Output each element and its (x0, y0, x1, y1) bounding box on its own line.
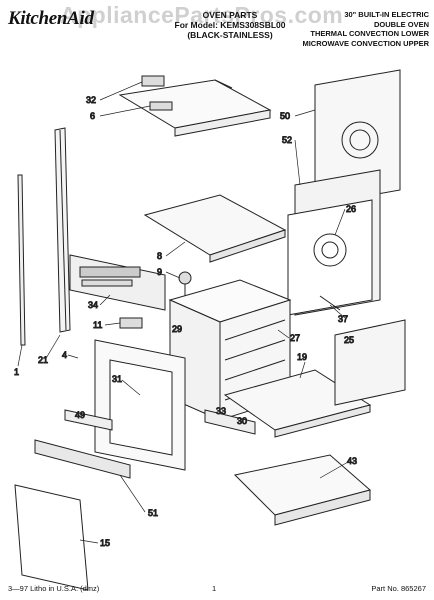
callout-33: 33 (216, 406, 226, 416)
callout-29: 29 (172, 324, 182, 334)
part-lower-trim (34, 439, 131, 479)
callout-4: 4 (62, 350, 67, 360)
part-switch (119, 317, 143, 329)
footer-page-number: 1 (212, 584, 217, 593)
part-side-rod (17, 174, 26, 346)
part-bracket (204, 409, 256, 435)
part-base-pan (233, 454, 372, 526)
title-line-3: (BLACK-STAINLESS) (187, 30, 273, 40)
callout-50: 50 (280, 111, 290, 121)
model-line-1: 30" BUILT-IN ELECTRIC (344, 10, 429, 19)
callout-43: 43 (347, 456, 357, 466)
watermark: AppliancePartsPros.com (60, 2, 344, 28)
part-sensor (178, 271, 192, 300)
leader-lines (17, 81, 349, 544)
callout-49: 49 (75, 410, 85, 420)
model-line-3: THERMAL CONVECTION LOWER (310, 29, 429, 38)
callout-31: 31 (112, 374, 122, 384)
callout-51: 51 (148, 508, 158, 518)
part-gasket (14, 484, 89, 591)
callout-30: 30 (237, 416, 247, 426)
footer-part-number: Part No. 865267 (371, 584, 426, 593)
model-line-2: DOUBLE OVEN (373, 19, 429, 29)
callout-9: 9 (157, 267, 162, 277)
part-convection-housing (287, 169, 381, 316)
part-shelf-plate (143, 194, 287, 263)
part-bottom-tray (223, 369, 372, 438)
brand-logo: KitchenAid (8, 8, 94, 29)
model-line-4: MICROWAVE CONVECTION UPPER (302, 38, 429, 48)
callout-21: 21 (38, 355, 48, 365)
title-line-1: OVEN PARTS (202, 10, 258, 20)
callout-25: 25 (344, 335, 354, 345)
callout-labels: 32 6 50 52 26 8 9 34 11 29 27 37 25 4 21… (14, 95, 358, 549)
callout-19: 19 (297, 352, 307, 362)
callout-15: 15 (100, 538, 110, 548)
callout-6: 6 (90, 111, 95, 121)
callout-11: 11 (93, 320, 102, 330)
callout-1: 1 (14, 367, 19, 377)
footer-litho: 3—97 Litho in U.S.A. (dmz) (8, 584, 100, 593)
part-door-frame (94, 339, 186, 471)
part-right-panel (334, 319, 406, 406)
callout-34: 34 (88, 300, 98, 310)
callout-32: 32 (86, 95, 96, 105)
part-control-panel (69, 254, 166, 311)
callout-27: 27 (290, 333, 300, 343)
part-bottom-trim (64, 409, 113, 431)
part-top-panel (118, 75, 272, 137)
title-line-2: For Model: KEMS308SBL00 (174, 20, 286, 30)
callout-37: 37 (338, 314, 348, 324)
part-side-trim (54, 127, 71, 333)
model-description: 30" BUILT-IN ELECTRIC DOUBLE OVEN THERMA… (284, 10, 429, 48)
callout-52: 52 (282, 135, 292, 145)
callout-8: 8 (157, 251, 162, 261)
page-title: OVEN PARTS For Model: KEMS308SBL00 (BLAC… (160, 10, 300, 40)
callout-26: 26 (346, 204, 356, 214)
